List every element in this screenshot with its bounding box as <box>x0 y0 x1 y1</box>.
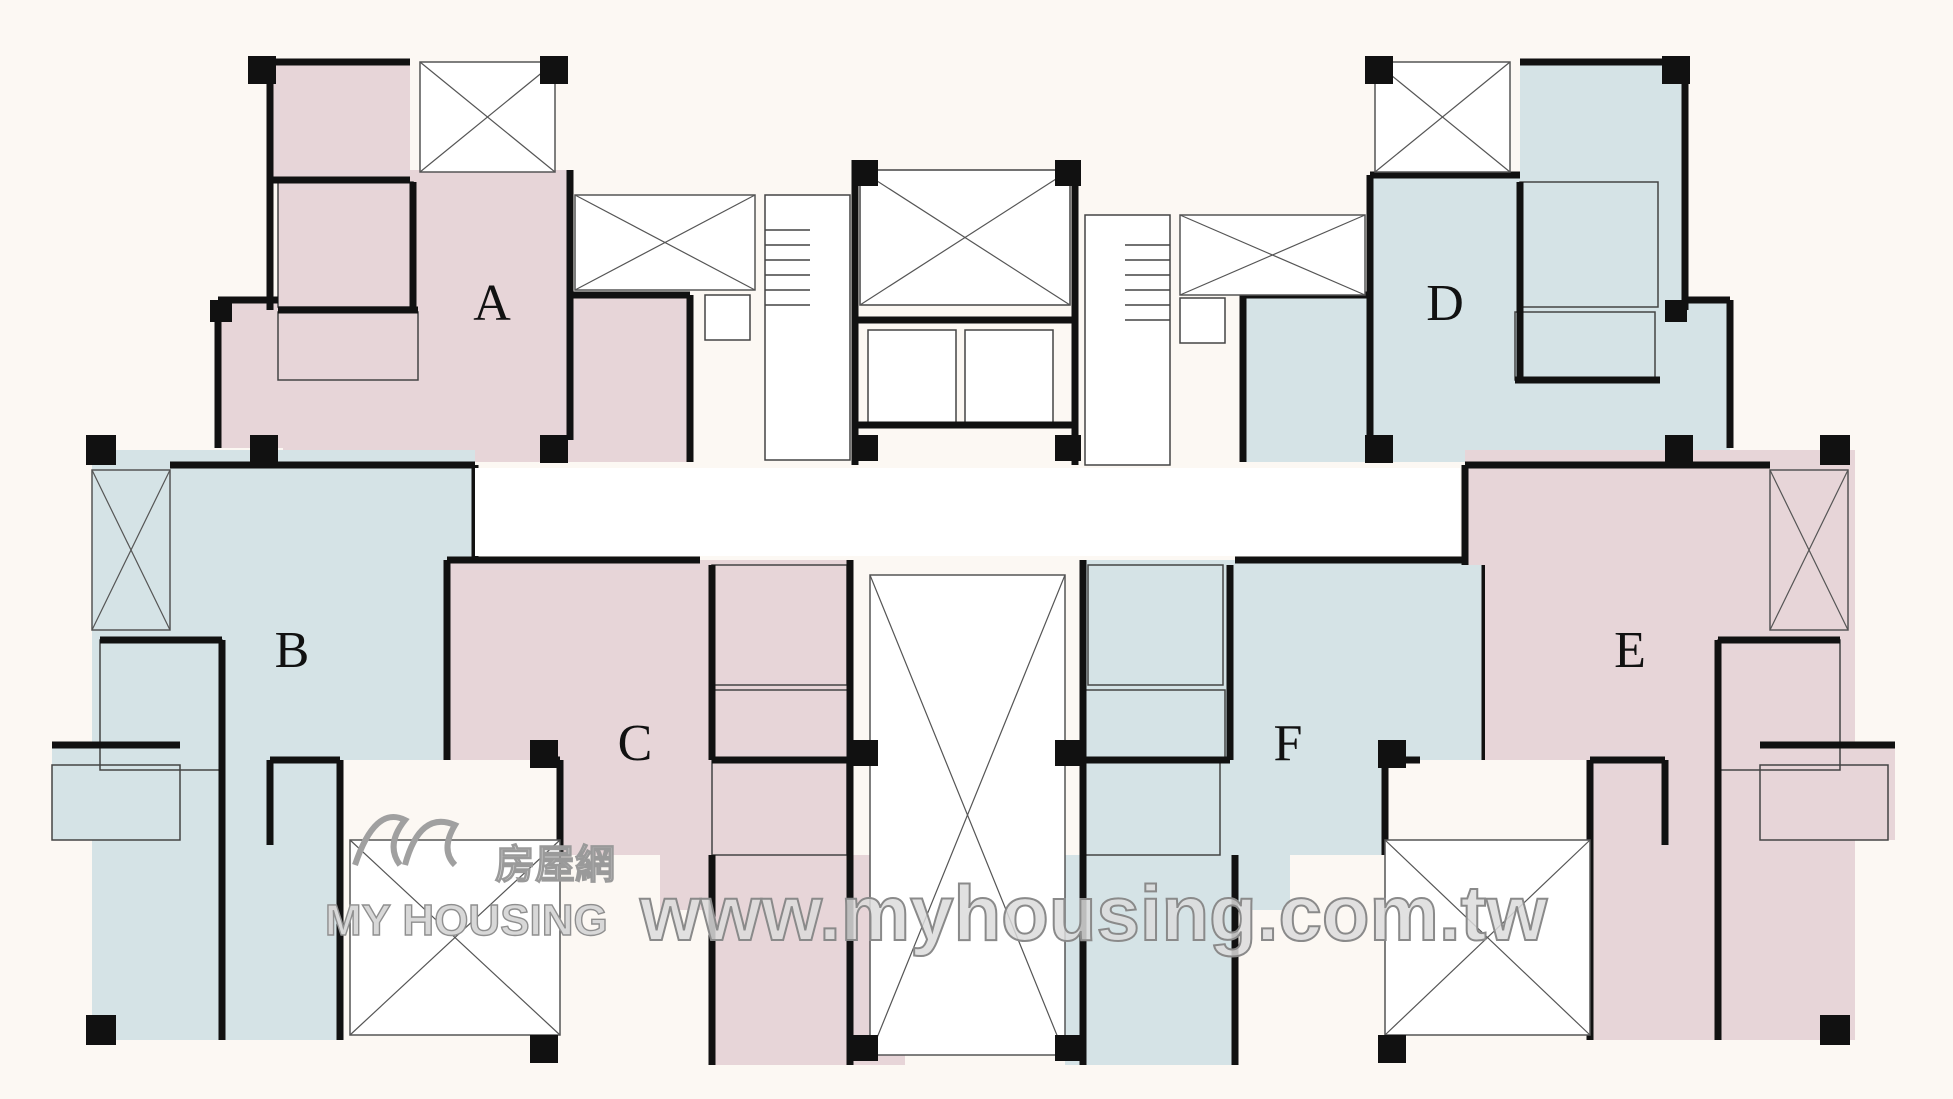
unit-e-balcony-cross <box>1769 469 1849 631</box>
unit-a-label: A <box>473 275 511 332</box>
watermark: 房屋網 MY HOUSING www.myhousing.com.tw <box>324 814 1548 958</box>
shaft-left <box>704 294 751 341</box>
watermark-logo-mark <box>352 814 460 868</box>
stair-left <box>764 194 851 461</box>
unit-e-label: E <box>1614 622 1646 679</box>
elevator-1 <box>867 329 957 426</box>
unit-d-label: D <box>1426 275 1464 332</box>
elevator-2 <box>964 329 1054 426</box>
unit-f-bedroom-1 <box>1087 564 1224 686</box>
unit-b[interactable] <box>51 450 479 1040</box>
unit-f-label: F <box>1274 715 1303 772</box>
unit-b-bathroom <box>51 764 181 841</box>
stair-treads <box>765 229 1170 321</box>
core-walls <box>851 160 1079 465</box>
stair-right <box>1084 214 1171 466</box>
common-corridor <box>475 468 1460 556</box>
unit-a-walls <box>214 58 694 462</box>
unit-e[interactable] <box>1461 450 1895 1040</box>
watermark-logo-brand: MY HOUSING <box>325 896 608 945</box>
watermark-logo-cjk: 房屋網 <box>495 842 615 888</box>
unit-c-label: C <box>618 715 653 772</box>
columns <box>86 56 1850 1063</box>
unit-d-floor <box>1243 62 1730 462</box>
unit-b-balcony-cross <box>91 469 171 631</box>
unit-b-label: B <box>275 622 310 679</box>
shaft-right <box>1179 297 1226 344</box>
unit-c-floor <box>447 560 905 1065</box>
unit-f-floor <box>1065 560 1485 1065</box>
unit-a[interactable] <box>210 58 694 462</box>
unit-e-bathroom <box>1759 764 1889 841</box>
watermark-url: www.myhousing.com.tw <box>639 869 1547 957</box>
light-wells <box>349 61 1591 1056</box>
building-core <box>475 160 1460 556</box>
